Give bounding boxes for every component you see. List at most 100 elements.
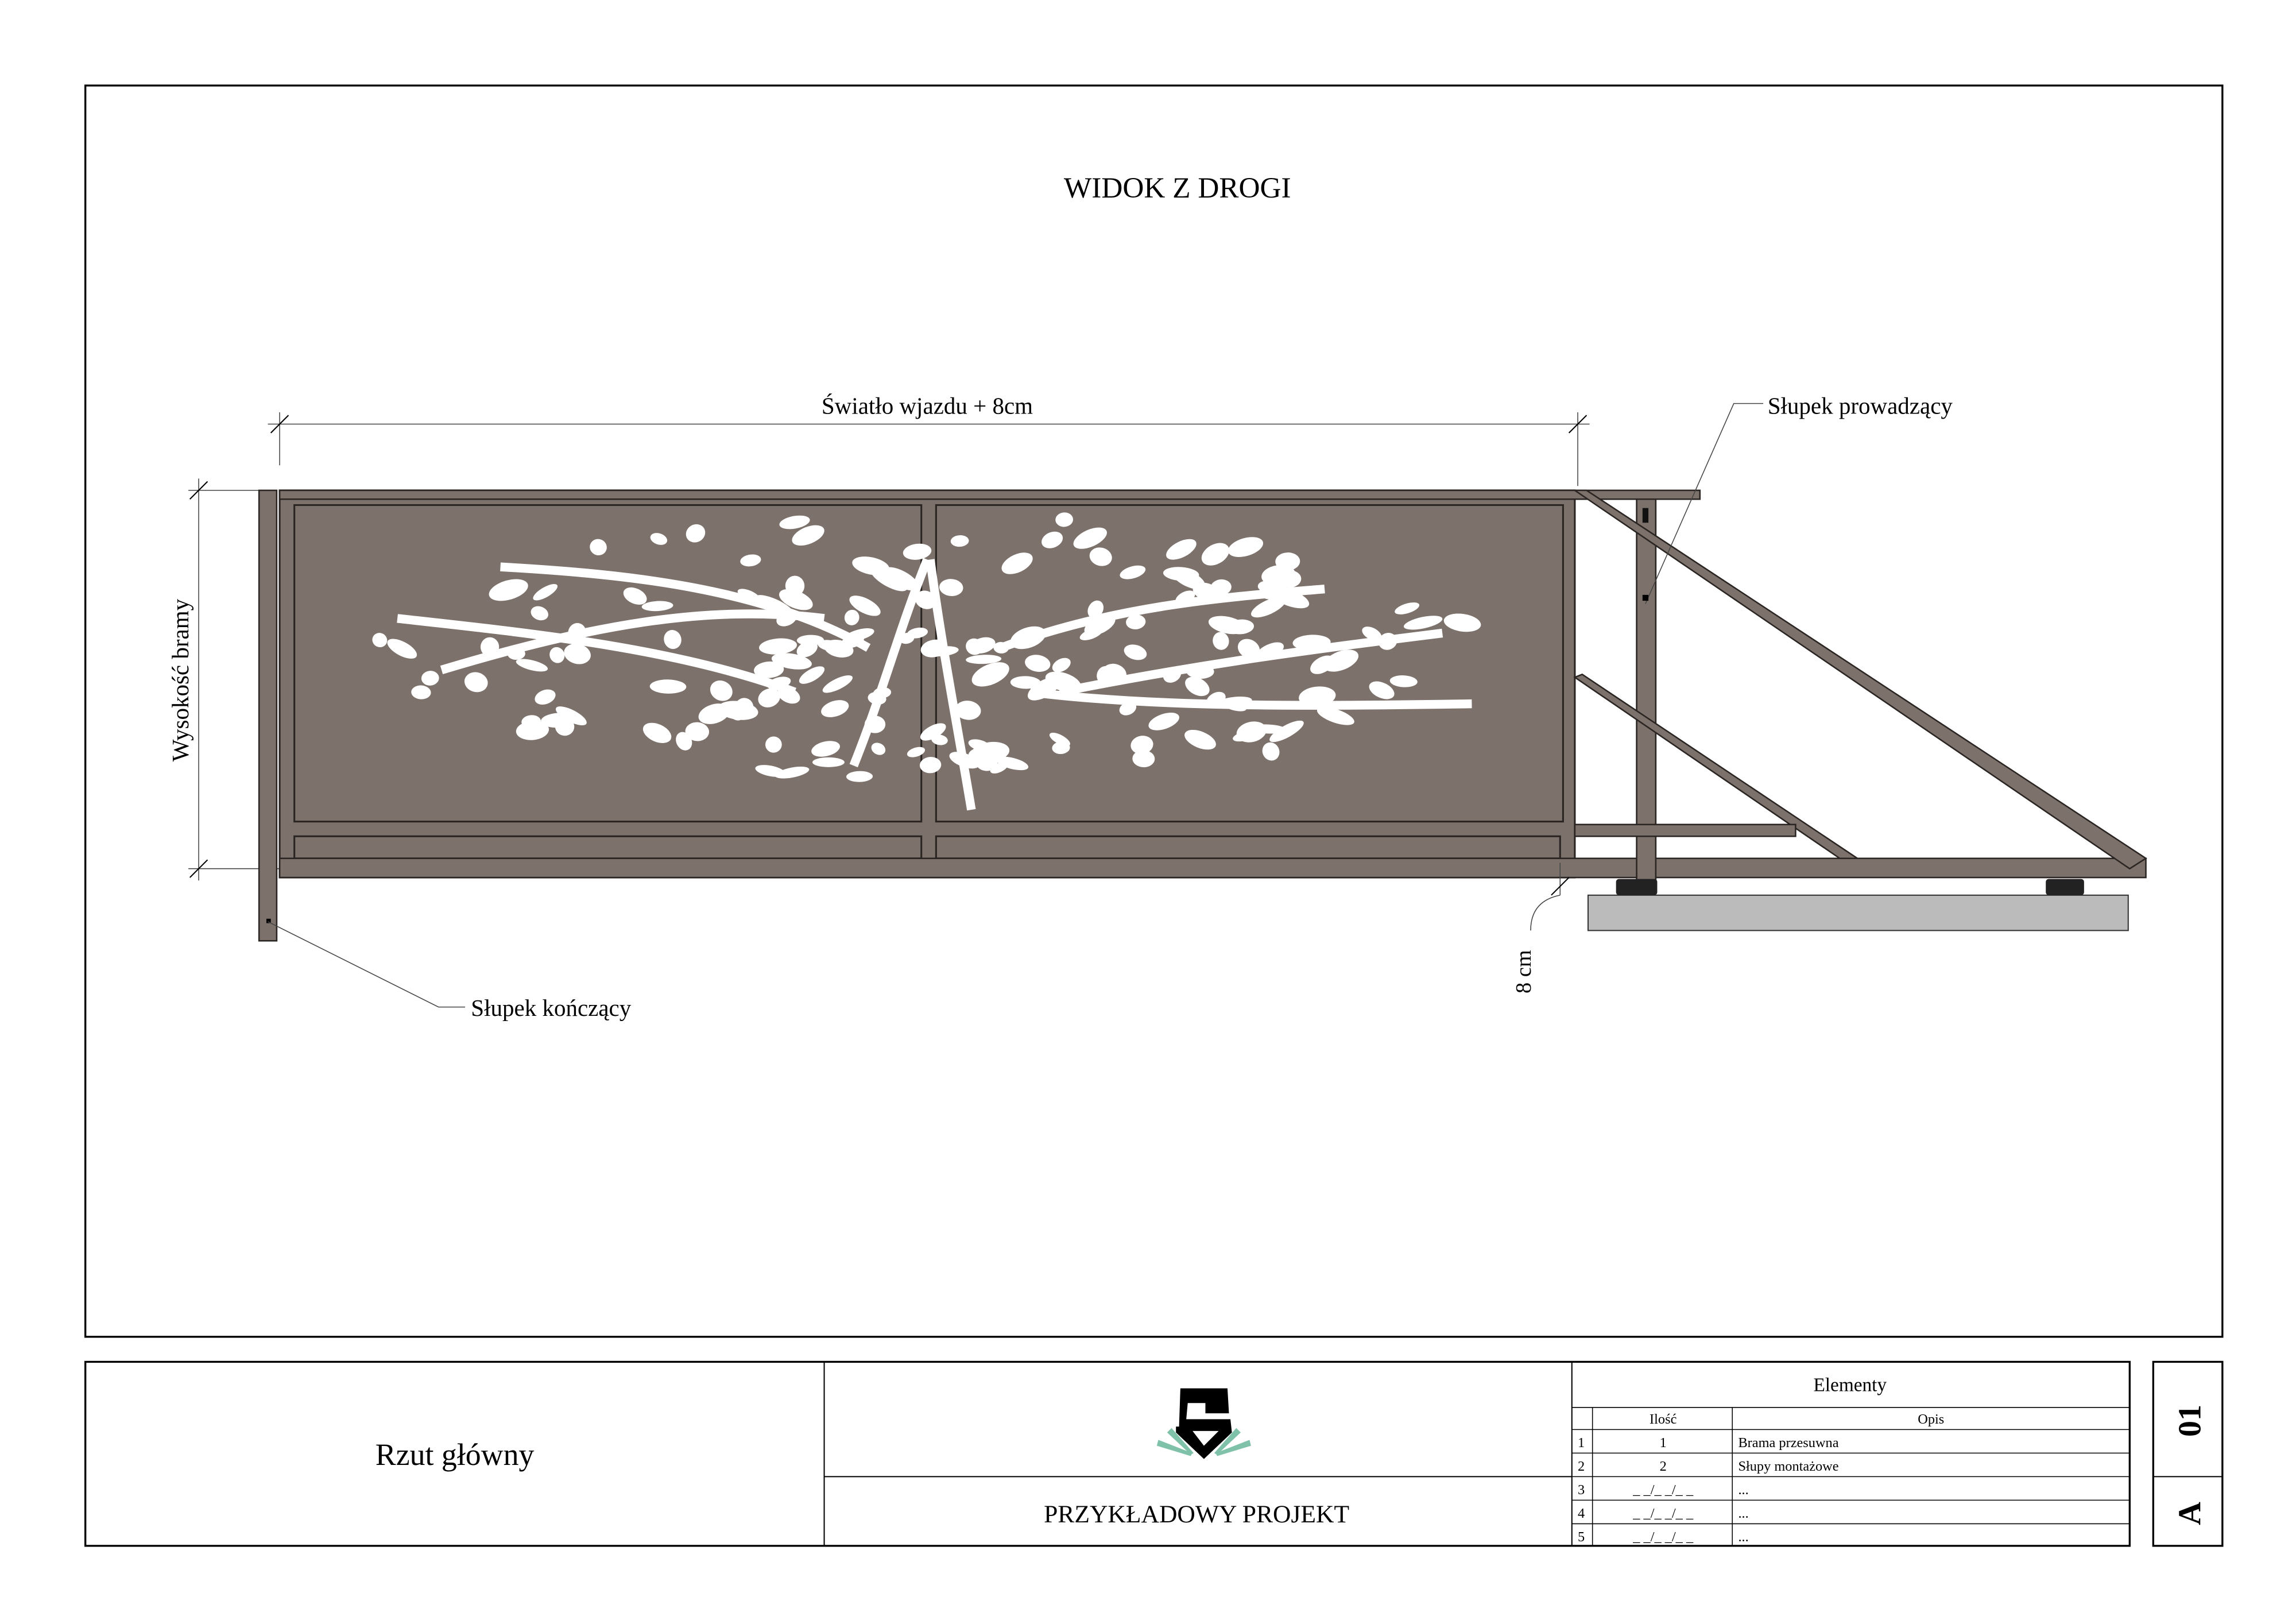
width-dimension: Światło wjazdu + 8cm xyxy=(268,393,1590,486)
tree-leaf xyxy=(1269,720,1304,743)
tree-leaf xyxy=(1052,741,1070,755)
height-dimension: Wysokość bramy xyxy=(167,478,361,881)
tree-leaf xyxy=(1087,600,1104,618)
tree-leaf xyxy=(1201,543,1230,566)
tree-leaf xyxy=(1052,658,1071,672)
tree-leaf xyxy=(899,632,915,644)
tree-leaf xyxy=(1299,686,1336,707)
tree-leaf xyxy=(531,606,549,621)
elements-row-qty: 1 xyxy=(1660,1435,1667,1451)
tree-leaf xyxy=(1171,568,1206,590)
guide-post-label: Słupek prowadzący xyxy=(1768,393,1953,419)
tree-leaf xyxy=(568,622,586,643)
tree-leaf xyxy=(1055,512,1074,527)
tree-leaf xyxy=(907,747,926,757)
tree-leaf xyxy=(1403,616,1443,630)
tree-leaf xyxy=(1073,527,1107,549)
tree-leaf xyxy=(1251,597,1286,618)
tree-leaf xyxy=(864,716,886,733)
tree-leaf xyxy=(919,757,942,774)
tree-leaf xyxy=(822,675,853,693)
tree-leaf xyxy=(1217,697,1252,707)
tree-leaf xyxy=(1443,613,1481,632)
tree-leaf xyxy=(1097,666,1113,684)
clearance-label: 8 cm xyxy=(1512,950,1536,993)
tree-leaf xyxy=(1120,565,1146,579)
tree-leaf xyxy=(824,639,854,658)
tree-leaf xyxy=(796,635,824,646)
tree-leaf xyxy=(765,736,782,753)
tree-leaf xyxy=(1124,644,1147,660)
tree-branch xyxy=(500,562,871,652)
tree-leaf xyxy=(775,766,810,779)
tail-horizontal-brace xyxy=(1574,823,1796,837)
tree-leaf xyxy=(464,672,488,693)
tree-leaf xyxy=(1089,547,1112,566)
bottom-rail xyxy=(278,857,2147,879)
tree-leaf xyxy=(1259,581,1288,600)
tree-leaf xyxy=(870,567,908,591)
tree-leaf xyxy=(564,643,591,664)
tree-leaf xyxy=(664,630,682,649)
elements-row-no: 2 xyxy=(1578,1459,1585,1474)
tree-leaf xyxy=(1027,677,1060,701)
elements-row-desc: ... xyxy=(1738,1529,1748,1545)
tree-leaf xyxy=(698,703,730,724)
tree-leaf xyxy=(1084,614,1116,636)
tree-leaf xyxy=(777,687,800,704)
tree-leaf xyxy=(931,734,948,745)
tree-branch xyxy=(397,614,796,697)
tree-leaf xyxy=(920,723,946,741)
tree-leaf xyxy=(555,717,575,736)
elements-row-desc: Słupy montażowe xyxy=(1738,1459,1838,1474)
tree-leaf xyxy=(1292,635,1331,651)
tree-leaf xyxy=(421,671,439,686)
tree-leaf xyxy=(993,641,1009,654)
qty-header: Ilość xyxy=(1650,1412,1677,1427)
tree-leaf xyxy=(650,533,668,545)
tree-leaf xyxy=(1317,707,1354,725)
tree-leaf xyxy=(949,752,979,769)
tree-leaf xyxy=(1362,627,1382,641)
tree-leaf xyxy=(754,661,784,678)
tree-leaf xyxy=(1213,632,1229,650)
elements-row-qty: 2 xyxy=(1660,1459,1667,1474)
desc-header: Opis xyxy=(1918,1412,1944,1427)
tree-leaf xyxy=(1186,663,1214,679)
tree-leaf xyxy=(1126,614,1146,629)
tree-leaf xyxy=(1148,712,1179,730)
tree-leaf xyxy=(1130,736,1153,755)
tree-leaf xyxy=(811,741,840,757)
tree-leaf xyxy=(623,587,647,605)
tree-leaf xyxy=(480,637,500,657)
tree-leaf xyxy=(920,639,947,658)
company-logo xyxy=(1156,1388,1251,1459)
drawing-title: WIDOK Z DROGI xyxy=(1064,172,1291,204)
elements-row-qty: _ _/_ _/_ _ xyxy=(1632,1506,1694,1521)
tree-leaf xyxy=(387,639,417,659)
tree-leaf xyxy=(844,609,859,625)
tree-leaf xyxy=(372,633,388,648)
tree-leaf xyxy=(1119,701,1137,716)
elements-row-no: 1 xyxy=(1578,1435,1585,1451)
tree-leaf xyxy=(915,590,936,609)
tree-branch xyxy=(926,559,976,811)
tree-leaf xyxy=(1262,742,1280,761)
tree-leaf xyxy=(779,589,813,610)
tree-leaf xyxy=(710,680,733,701)
elements-row-desc: ... xyxy=(1738,1506,1748,1521)
clearance-dimension: 8 cm xyxy=(1512,863,1570,993)
roller-carriages xyxy=(1616,879,2084,895)
top-rail xyxy=(278,489,1701,500)
tree-leaf xyxy=(1010,626,1046,649)
tree-leaf xyxy=(868,692,886,705)
tree-leaf xyxy=(1025,655,1051,672)
tree-leaf xyxy=(676,732,692,751)
tail-inner-brace xyxy=(1573,673,1860,860)
drawing-frame xyxy=(84,84,2224,1338)
infill-panel-left xyxy=(293,504,923,823)
tree-cutout-pattern xyxy=(372,512,1481,811)
tree-leaf xyxy=(756,595,793,615)
